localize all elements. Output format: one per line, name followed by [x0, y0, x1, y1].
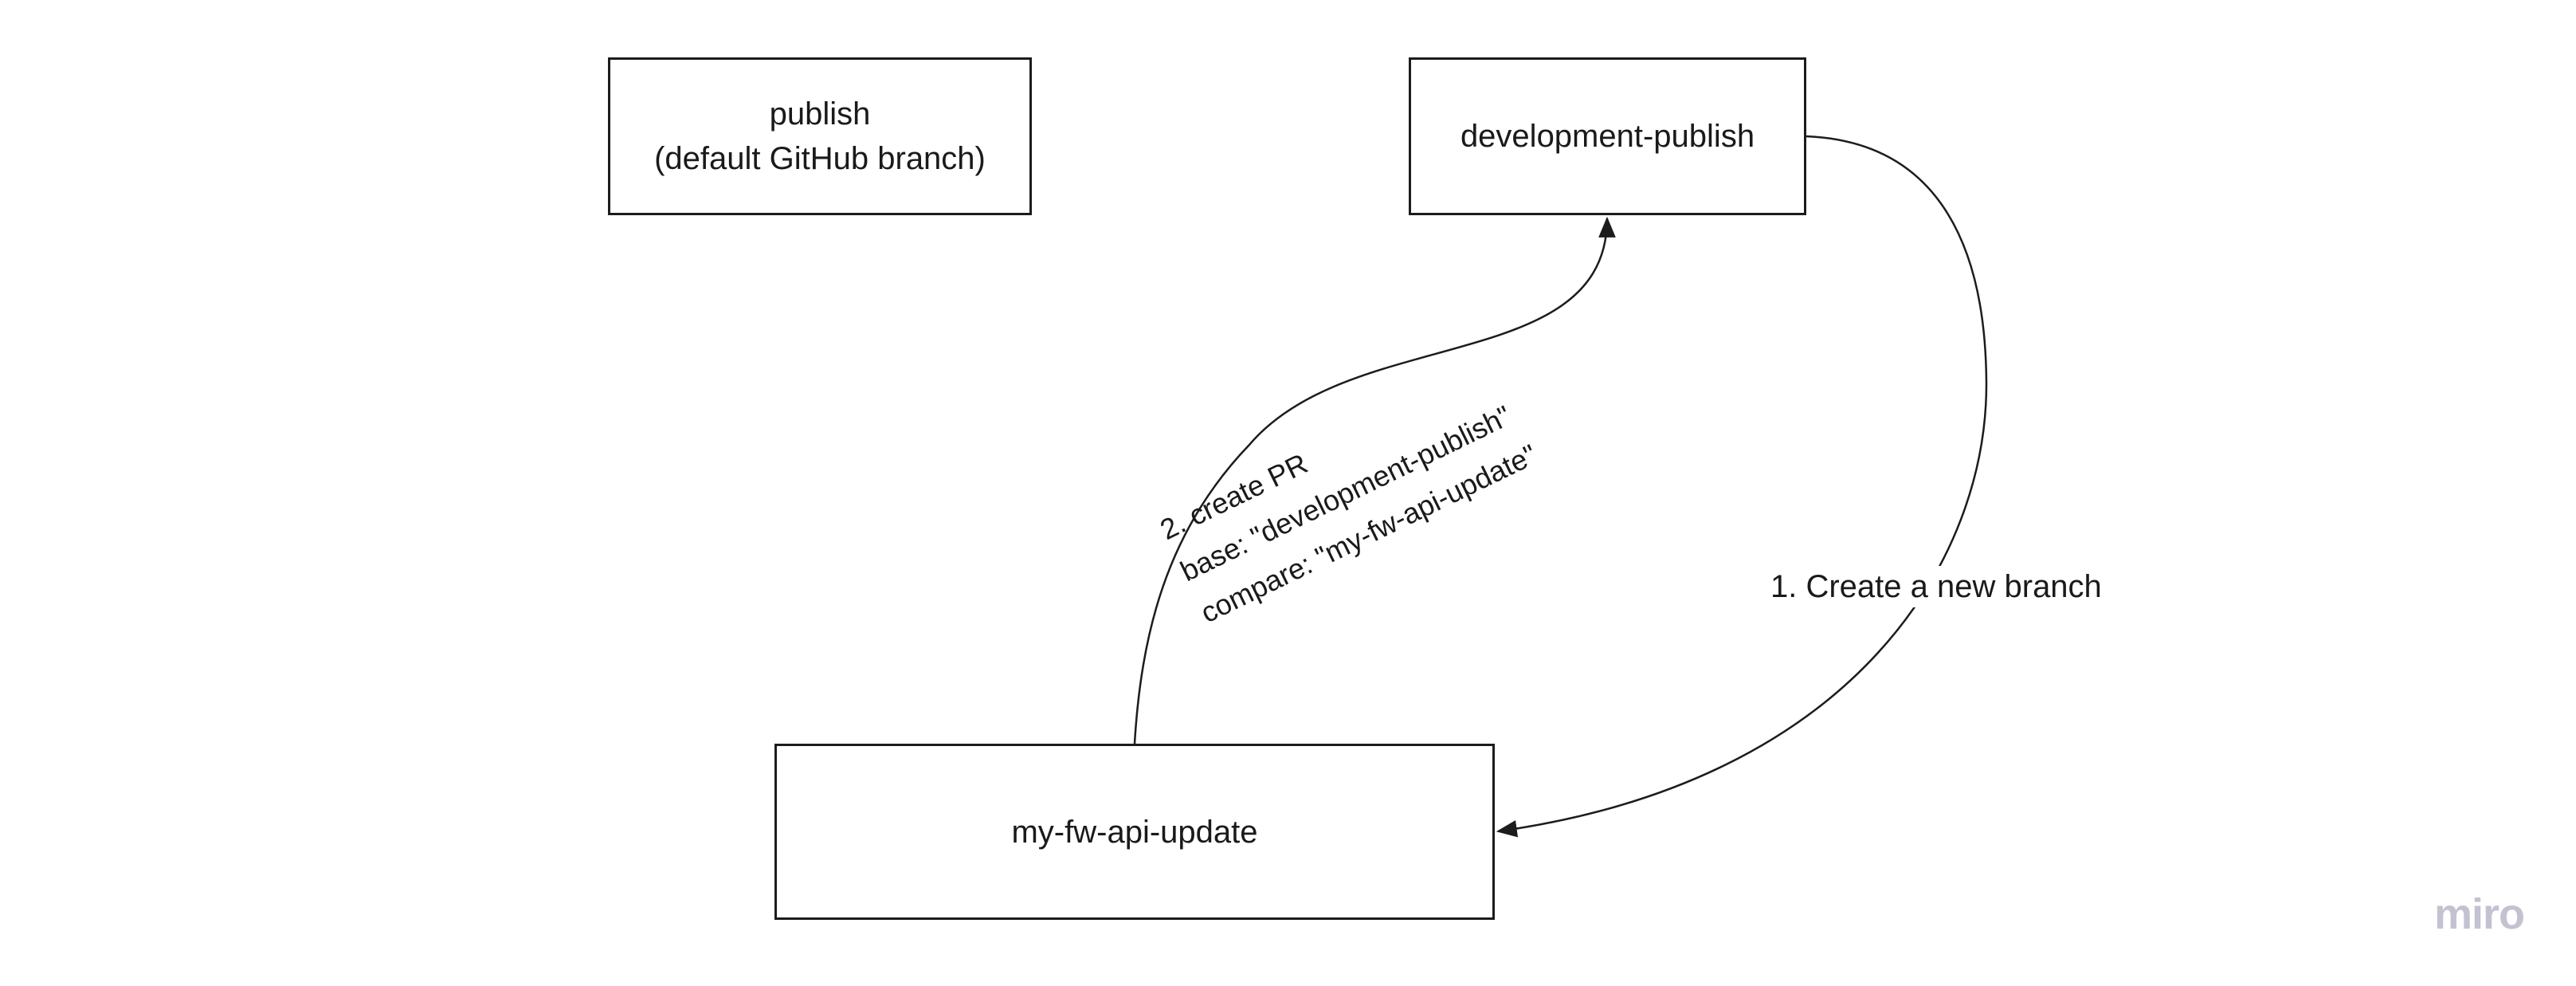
branch-node-publish-label-line1: publish: [769, 96, 871, 132]
connector-label-create-branch[interactable]: 1. Create a new branch: [1762, 566, 2110, 607]
connector-create-branch[interactable]: [1496, 135, 1988, 838]
miro-watermark-logo: miro: [2434, 890, 2525, 938]
connector-create-pr[interactable]: [1133, 216, 1616, 744]
branch-node-my-fw-api-update[interactable]: my-fw-api-update: [774, 744, 1495, 920]
branch-node-publish[interactable]: publish (default GitHub branch): [608, 57, 1032, 215]
branch-node-development-publish-label: development-publish: [1460, 119, 1755, 154]
branch-node-publish-label-line2: (default GitHub branch): [654, 141, 986, 176]
branch-node-my-fw-api-update-label: my-fw-api-update: [1011, 814, 1258, 850]
branch-node-development-publish[interactable]: development-publish: [1409, 57, 1806, 215]
